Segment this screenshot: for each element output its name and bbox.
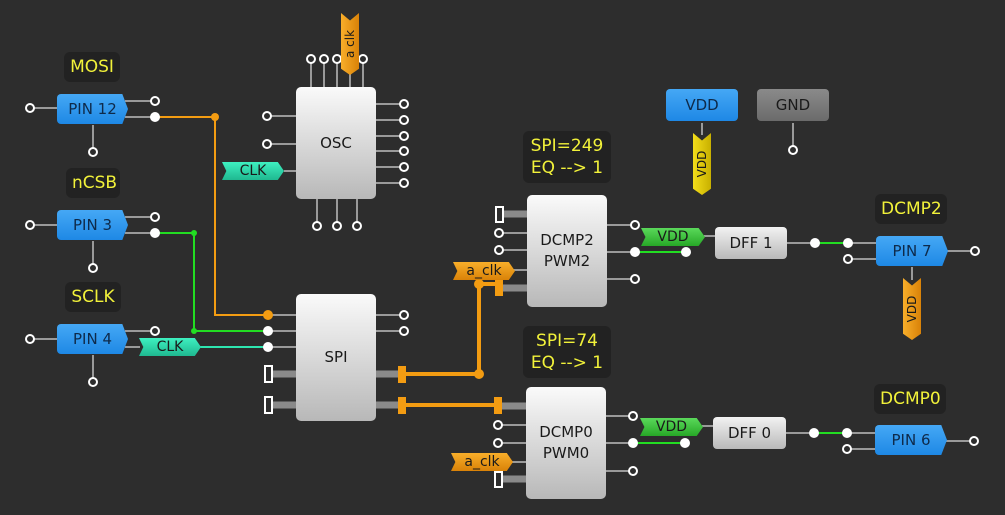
net-tag-vdd-pin7[interactable]: VDD bbox=[903, 278, 921, 340]
pin-4[interactable]: PIN 4 bbox=[57, 324, 128, 354]
vdd-block[interactable]: VDD bbox=[666, 89, 738, 121]
net-tag-vdd-source[interactable]: VDD bbox=[693, 133, 711, 195]
net-tag-vdd-dff1[interactable]: VDD bbox=[641, 228, 705, 246]
dff1-block[interactable]: DFF 1 bbox=[715, 227, 787, 259]
pwm0-label: PWM0 bbox=[542, 444, 590, 462]
net-tag-a-clk-osc[interactable]: a clk bbox=[341, 13, 359, 75]
pin-12[interactable]: PIN 12 bbox=[57, 94, 128, 124]
spi-block[interactable]: SPI bbox=[296, 294, 376, 421]
net-tag-clk-sclk[interactable]: CLK bbox=[139, 338, 201, 356]
pin-6[interactable]: PIN 6 bbox=[875, 425, 947, 455]
dcmp2-info-line2: EQ --> 1 bbox=[530, 158, 604, 178]
a-clk-osc-text: a clk bbox=[343, 29, 357, 59]
gnd-block[interactable]: GND bbox=[757, 89, 829, 121]
pwm2-label: PWM2 bbox=[543, 252, 591, 270]
dcmp2-label: DCMP2 bbox=[540, 231, 594, 249]
dcmp0-label: DCMP0 bbox=[539, 423, 593, 441]
dff0-block[interactable]: DFF 0 bbox=[713, 417, 786, 449]
label-ncsb: nCSB bbox=[66, 168, 120, 198]
label-sclk: SCLK bbox=[65, 282, 121, 312]
vdd-pin7-text: VDD bbox=[905, 295, 919, 323]
dcmp0-info-line1: SPI=74 bbox=[536, 331, 598, 351]
dcmp0-info-line2: EQ --> 1 bbox=[530, 353, 604, 373]
vdd-source-text: VDD bbox=[695, 150, 709, 178]
pin-3[interactable]: PIN 3 bbox=[57, 210, 128, 240]
label-dcmp0-info: SPI=74 EQ --> 1 bbox=[523, 326, 611, 378]
osc-block[interactable]: OSC bbox=[296, 87, 376, 199]
spi-label: SPI bbox=[324, 348, 348, 366]
net-tag-a-clk-dcmp0[interactable]: a_clk bbox=[451, 453, 513, 471]
net-tag-clk-osc[interactable]: CLK bbox=[222, 162, 284, 180]
osc-label: OSC bbox=[320, 133, 352, 152]
label-mosi: MOSI bbox=[64, 52, 120, 82]
label-dcmp2-out: DCMP2 bbox=[875, 194, 947, 224]
dcmp2-block[interactable]: DCMP2 PWM2 bbox=[527, 195, 607, 307]
net-tag-a-clk-dcmp2[interactable]: a_clk bbox=[453, 262, 515, 280]
pin-7[interactable]: PIN 7 bbox=[876, 236, 948, 266]
label-dcmp0-out: DCMP0 bbox=[874, 384, 946, 414]
dcmp0-block[interactable]: DCMP0 PWM0 bbox=[526, 387, 606, 499]
dcmp2-info-line1: SPI=249 bbox=[530, 136, 604, 156]
label-dcmp2-info: SPI=249 EQ --> 1 bbox=[523, 131, 611, 183]
net-tag-vdd-dff0[interactable]: VDD bbox=[640, 418, 703, 436]
